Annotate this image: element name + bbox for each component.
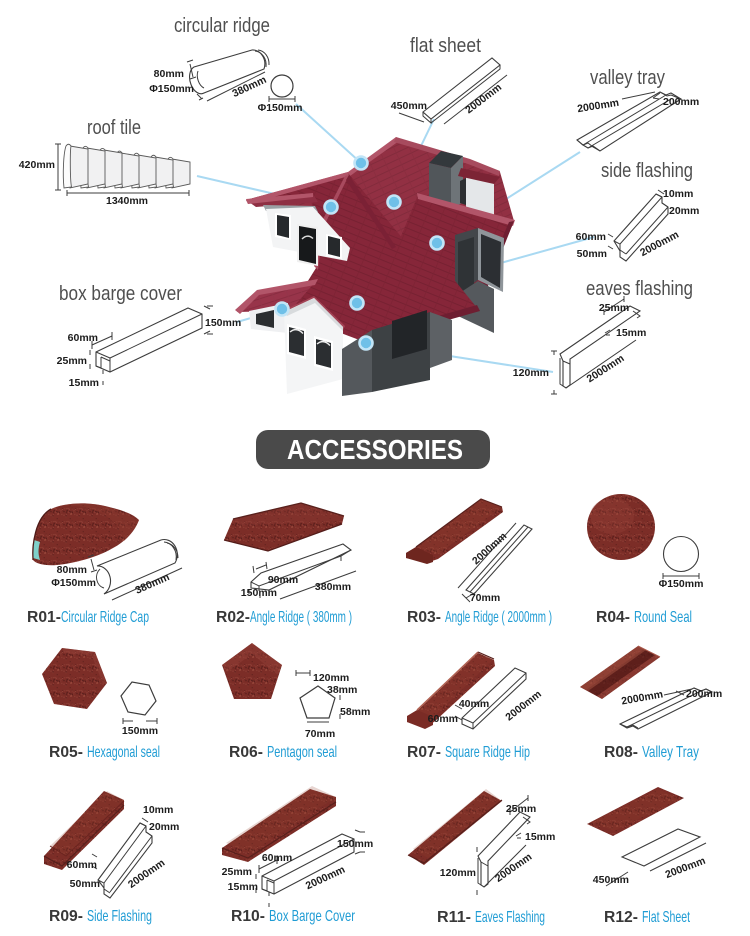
svg-text:ACCESSORIES: ACCESSORIES bbox=[287, 434, 463, 465]
svg-text:58mm: 58mm bbox=[340, 706, 370, 718]
svg-text:200mm: 200mm bbox=[663, 96, 699, 108]
svg-text:flat sheet: flat sheet bbox=[410, 35, 481, 57]
svg-text:eaves flashing: eaves flashing bbox=[586, 278, 693, 300]
svg-text:Eaves Flashing: Eaves Flashing bbox=[475, 909, 545, 926]
svg-text:R04-: R04- bbox=[596, 609, 630, 626]
svg-text:60mm: 60mm bbox=[576, 231, 606, 243]
svg-text:Φ150mm: Φ150mm bbox=[258, 102, 303, 114]
svg-text:60mm: 60mm bbox=[428, 713, 458, 725]
svg-text:15mm: 15mm bbox=[616, 327, 646, 339]
svg-text:R06-: R06- bbox=[229, 744, 263, 761]
svg-text:15mm: 15mm bbox=[69, 377, 99, 389]
svg-text:R10-: R10- bbox=[231, 908, 265, 925]
svg-text:2000mm: 2000mm bbox=[493, 851, 534, 885]
svg-text:450mm: 450mm bbox=[593, 874, 629, 886]
svg-text:roof tile: roof tile bbox=[87, 117, 141, 139]
svg-text:Valley Tray: Valley Tray bbox=[642, 744, 699, 761]
svg-text:120mm: 120mm bbox=[513, 367, 549, 379]
svg-text:Side Flashing: Side Flashing bbox=[87, 908, 152, 925]
svg-text:25mm: 25mm bbox=[506, 803, 536, 815]
svg-text:50mm: 50mm bbox=[70, 878, 100, 890]
svg-text:R02-: R02- bbox=[216, 609, 250, 626]
svg-text:20mm: 20mm bbox=[149, 821, 179, 833]
svg-text:Pentagon seal: Pentagon seal bbox=[267, 744, 337, 761]
svg-text:25mm: 25mm bbox=[57, 355, 87, 367]
svg-text:15mm: 15mm bbox=[525, 831, 555, 843]
svg-text:R11-: R11- bbox=[437, 909, 471, 926]
svg-text:38mm: 38mm bbox=[327, 684, 357, 696]
svg-text:1340mm: 1340mm bbox=[106, 195, 148, 207]
svg-text:Round Seal: Round Seal bbox=[634, 609, 692, 626]
svg-text:70mm: 70mm bbox=[305, 728, 335, 740]
svg-text:valley tray: valley tray bbox=[590, 67, 665, 89]
svg-text:450mm: 450mm bbox=[391, 100, 427, 112]
svg-text:R07-: R07- bbox=[407, 744, 441, 761]
svg-text:Φ150mm: Φ150mm bbox=[659, 578, 704, 590]
svg-text:60mm: 60mm bbox=[262, 852, 292, 864]
svg-text:80mm: 80mm bbox=[57, 564, 87, 576]
svg-text:R12-: R12- bbox=[604, 909, 638, 926]
svg-text:25mm: 25mm bbox=[222, 866, 252, 878]
svg-text:120mm: 120mm bbox=[440, 867, 476, 879]
svg-text:150mm: 150mm bbox=[122, 725, 158, 737]
svg-text:Circular Ridge Cap: Circular Ridge Cap bbox=[61, 609, 149, 626]
svg-text:circular ridge: circular ridge bbox=[174, 15, 270, 37]
svg-text:R08-: R08- bbox=[604, 744, 638, 761]
svg-text:420mm: 420mm bbox=[19, 159, 55, 171]
svg-text:R09-: R09- bbox=[49, 908, 83, 925]
svg-text:60mm: 60mm bbox=[68, 332, 98, 344]
svg-text:25mm: 25mm bbox=[599, 302, 629, 314]
svg-text:80mm: 80mm bbox=[154, 68, 184, 80]
svg-text:150mm: 150mm bbox=[241, 587, 277, 599]
svg-text:R03-: R03- bbox=[407, 609, 441, 626]
svg-text:90mm: 90mm bbox=[268, 574, 298, 586]
svg-text:Φ150mm: Φ150mm bbox=[149, 83, 194, 95]
svg-text:200mm: 200mm bbox=[686, 688, 722, 700]
svg-text:R05-: R05- bbox=[49, 744, 83, 761]
svg-text:Φ150mm: Φ150mm bbox=[51, 577, 96, 589]
svg-text:40mm: 40mm bbox=[459, 698, 489, 710]
svg-text:2000mm: 2000mm bbox=[585, 352, 627, 385]
svg-text:box barge cover: box barge cover bbox=[59, 283, 182, 305]
svg-text:2000mm: 2000mm bbox=[576, 97, 619, 115]
svg-text:R01-: R01- bbox=[27, 609, 61, 626]
svg-text:150mm: 150mm bbox=[205, 317, 241, 329]
svg-text:Hexagonal seal: Hexagonal seal bbox=[87, 744, 160, 761]
svg-text:70mm: 70mm bbox=[470, 592, 500, 604]
svg-text:side flashing: side flashing bbox=[601, 160, 693, 182]
svg-text:50mm: 50mm bbox=[577, 248, 607, 260]
svg-text:20mm: 20mm bbox=[669, 205, 699, 217]
svg-text:15mm: 15mm bbox=[228, 881, 258, 893]
svg-text:2000mm: 2000mm bbox=[620, 688, 663, 707]
svg-text:10mm: 10mm bbox=[663, 188, 693, 200]
svg-text:Flat Sheet: Flat Sheet bbox=[642, 909, 690, 926]
svg-text:Box Barge Cover: Box Barge Cover bbox=[269, 908, 355, 925]
svg-text:150mm: 150mm bbox=[337, 838, 373, 850]
svg-text:380mm: 380mm bbox=[315, 581, 351, 593]
svg-text:60mm: 60mm bbox=[67, 859, 97, 871]
svg-text:Angle Ridge ( 380mm ): Angle Ridge ( 380mm ) bbox=[250, 609, 352, 626]
svg-text:2000mm: 2000mm bbox=[664, 855, 708, 881]
svg-text:Square Ridge Hip: Square Ridge Hip bbox=[445, 744, 530, 761]
svg-text:120mm: 120mm bbox=[313, 672, 349, 684]
svg-text:10mm: 10mm bbox=[143, 804, 173, 816]
svg-text:Angle Ridge ( 2000mm ): Angle Ridge ( 2000mm ) bbox=[445, 609, 552, 626]
